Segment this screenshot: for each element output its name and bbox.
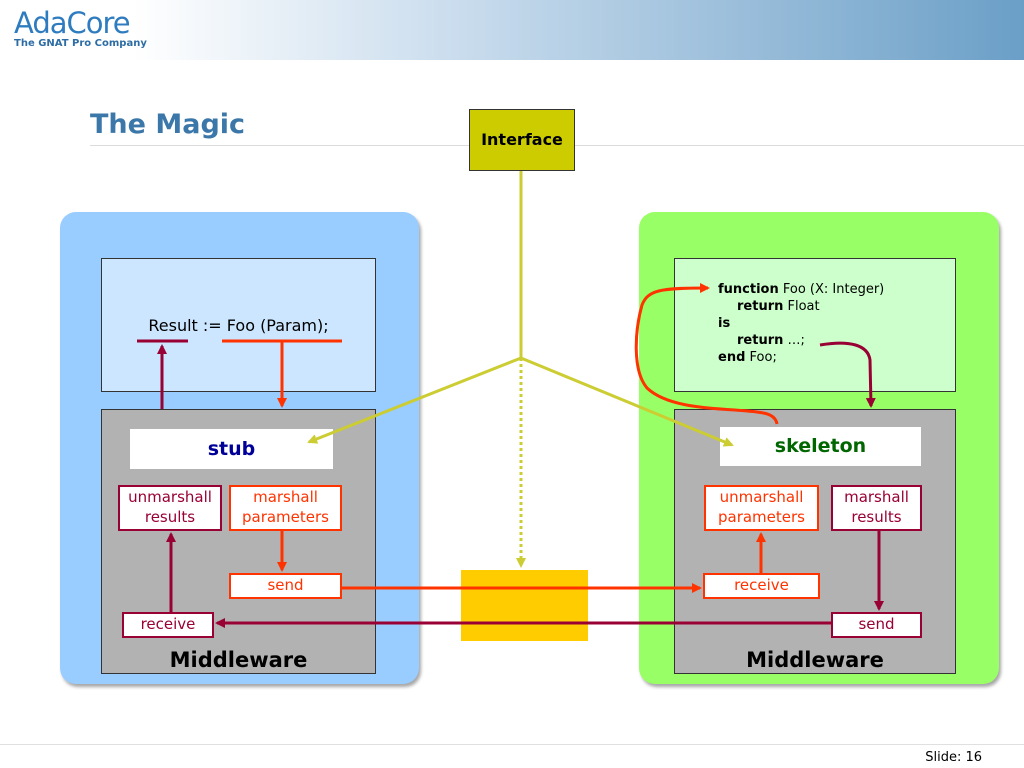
skeleton-to-function-arrow [634, 283, 779, 425]
code-kw-return: return [737, 299, 784, 314]
server-marshall-line1: marshall [844, 488, 909, 506]
code-line-4: return …; [718, 332, 884, 349]
logo-tagline: The GNAT Pro Company [14, 38, 147, 49]
code-line-2: return Float [718, 298, 884, 315]
client-unmarshall-results: unmarshall results [118, 485, 222, 531]
client-call-text: Result := Foo (Param); [148, 316, 329, 335]
server-application-box [674, 258, 956, 392]
code-kw-return-2: return [737, 333, 784, 348]
client-marshall-line2: parameters [241, 508, 329, 526]
interface-to-stub-line [307, 356, 522, 444]
return-to-skeleton-arrow [819, 341, 876, 408]
stub-label: stub [130, 429, 333, 469]
code-kw-function: function [718, 282, 779, 297]
slide-title: The Magic [90, 109, 246, 140]
server-middleware-label: Middleware [746, 648, 884, 672]
server-marshall-line2: results [851, 508, 902, 526]
code-kw-is: is [718, 316, 731, 331]
client-unmarshall-line1: unmarshall [128, 488, 212, 506]
server-receive: receive [703, 573, 820, 599]
client-application-box [101, 258, 376, 392]
header-banner: AdaCore The GNAT Pro Company [0, 0, 1024, 60]
server-unmarshall-parameters: unmarshall parameters [704, 485, 819, 531]
code-line-5-rest: Foo; [745, 350, 777, 365]
interface-box [469, 109, 575, 171]
server-marshall-results: marshall results [831, 485, 922, 531]
adacore-logo: AdaCore The GNAT Pro Company [14, 6, 147, 49]
client-middleware-label: Middleware [169, 648, 308, 672]
client-unmarshall-line2: results [144, 508, 196, 526]
code-line-5: end Foo; [718, 349, 884, 366]
network-box [461, 570, 588, 641]
server-unmarshall-line1: unmarshall [719, 488, 804, 506]
server-unmarshall-line2: parameters [717, 508, 805, 526]
interface-to-skeleton-line [520, 356, 734, 447]
code-line-3: is [718, 315, 884, 332]
server-send: send [831, 612, 922, 638]
code-kw-end: end [718, 350, 746, 365]
code-line-1-rest: Foo (X: Integer) [778, 282, 885, 297]
footer-divider [0, 744, 1024, 745]
logo-main-text: AdaCore [14, 6, 131, 40]
code-line-1: function Foo (X: Integer) [718, 281, 884, 298]
slide-number: Slide: 16 [925, 750, 982, 765]
server-code-block: function Foo (X: Integer) return Float i… [718, 281, 884, 366]
client-marshall-line1: marshall [253, 488, 318, 506]
interface-label: Interface [481, 130, 563, 149]
skeleton-label: skeleton [720, 427, 921, 466]
client-marshall-parameters: marshall parameters [229, 485, 342, 531]
code-line-2-rest: Float [783, 299, 820, 314]
client-send: send [229, 573, 342, 599]
client-receive: receive [122, 612, 214, 638]
code-line-4-rest: …; [783, 333, 805, 348]
